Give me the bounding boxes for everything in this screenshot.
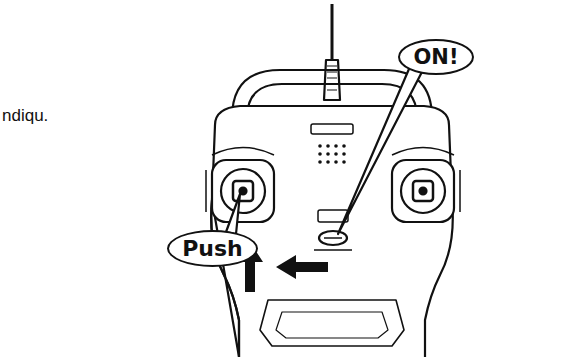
note-text: ndiqu. [2, 106, 48, 126]
callout-bubble: ON! [398, 39, 474, 75]
callout-text: ON! [413, 45, 458, 69]
callout-bubble: Push [167, 230, 258, 267]
callout-text: Push [182, 236, 243, 261]
